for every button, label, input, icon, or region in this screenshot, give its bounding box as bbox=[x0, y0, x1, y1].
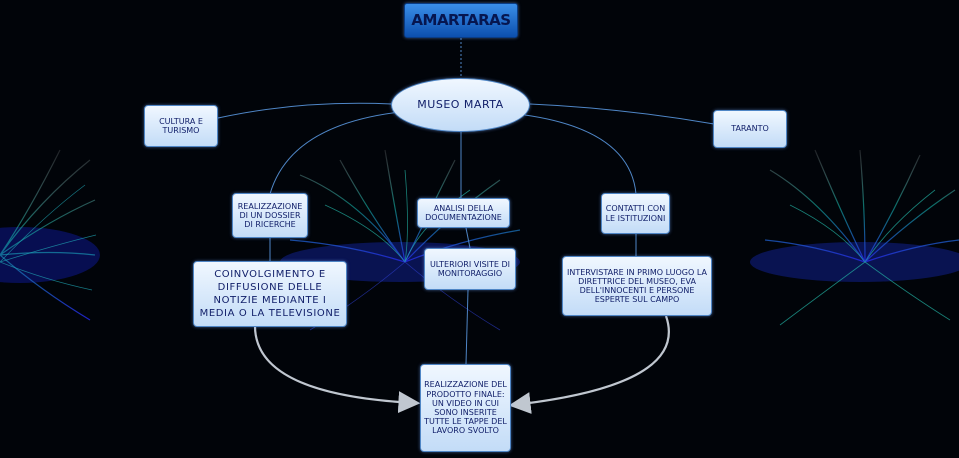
node-contatti-label: CONTATTI CON LE ISTITUZIONI bbox=[605, 204, 666, 223]
node-intervistare[interactable]: INTERVISTARE IN PRIMO LUOGO LA DIRETTRIC… bbox=[562, 256, 712, 316]
connector-visite-prodotto bbox=[465, 289, 469, 365]
center-node-museo-marta[interactable]: MUSEO MARTA bbox=[391, 78, 530, 132]
connector-center-dossier bbox=[269, 111, 401, 195]
connector-center-cultura bbox=[217, 102, 393, 119]
arrow-lines bbox=[253, 315, 670, 414]
node-coinvolgimento[interactable]: COINVOLGIMENTO E DIFFUSIONE DELLE NOTIZI… bbox=[193, 261, 347, 327]
connector-center-contatti bbox=[524, 114, 637, 195]
node-taranto-label: TARANTO bbox=[731, 124, 769, 134]
node-contatti-istituzioni[interactable]: CONTATTI CON LE ISTITUZIONI bbox=[601, 193, 670, 234]
title-label: AMARTARAS bbox=[411, 10, 511, 29]
connector-center-taranto bbox=[529, 103, 715, 125]
node-visite-label: ULTERIORI VISITE DI MONITORAGGIO bbox=[429, 259, 511, 278]
node-prodotto-finale[interactable]: REALIZZAZIONE DEL PRODOTTO FINALE: UN VI… bbox=[420, 364, 511, 452]
center-node-label: MUSEO MARTA bbox=[417, 97, 504, 111]
arrow-intervistare-prodotto bbox=[508, 315, 670, 414]
connector-analisi-visite bbox=[465, 227, 471, 249]
fractal-right bbox=[750, 149, 959, 326]
title-node[interactable]: AMARTARAS bbox=[404, 3, 518, 38]
node-intervistare-label: INTERVISTARE IN PRIMO LUOGO LA DIRETTRIC… bbox=[567, 267, 707, 305]
arrow-coinvolgimento-prodotto bbox=[253, 325, 421, 414]
node-analisi-documentazione[interactable]: ANALISI DELLA DOCUMENTAZIONE bbox=[417, 198, 510, 228]
node-ulteriori-visite[interactable]: ULTERIORI VISITE DI MONITORAGGIO bbox=[424, 248, 516, 290]
node-analisi-label: ANALISI DELLA DOCUMENTAZIONE bbox=[425, 203, 502, 222]
connector-lines bbox=[217, 38, 715, 365]
background-fractal-decoration bbox=[0, 149, 959, 331]
node-dossier-label: REALIZZAZIONE DI UN DOSSIER DI RICERCHE bbox=[237, 201, 303, 230]
node-taranto[interactable]: TARANTO bbox=[713, 110, 787, 148]
node-cultura-e-turismo[interactable]: CULTURA E TURISMO bbox=[144, 105, 218, 147]
node-prodotto-label: REALIZZAZIONE DEL PRODOTTO FINALE: UN VI… bbox=[424, 380, 507, 436]
node-dossier[interactable]: REALIZZAZIONE DI UN DOSSIER DI RICERCHE bbox=[232, 193, 308, 238]
node-coinvolgimento-label: COINVOLGIMENTO E DIFFUSIONE DELLE NOTIZI… bbox=[199, 269, 341, 319]
fractal-left bbox=[0, 149, 100, 321]
node-cultura-label: CULTURA E TURISMO bbox=[159, 116, 203, 135]
